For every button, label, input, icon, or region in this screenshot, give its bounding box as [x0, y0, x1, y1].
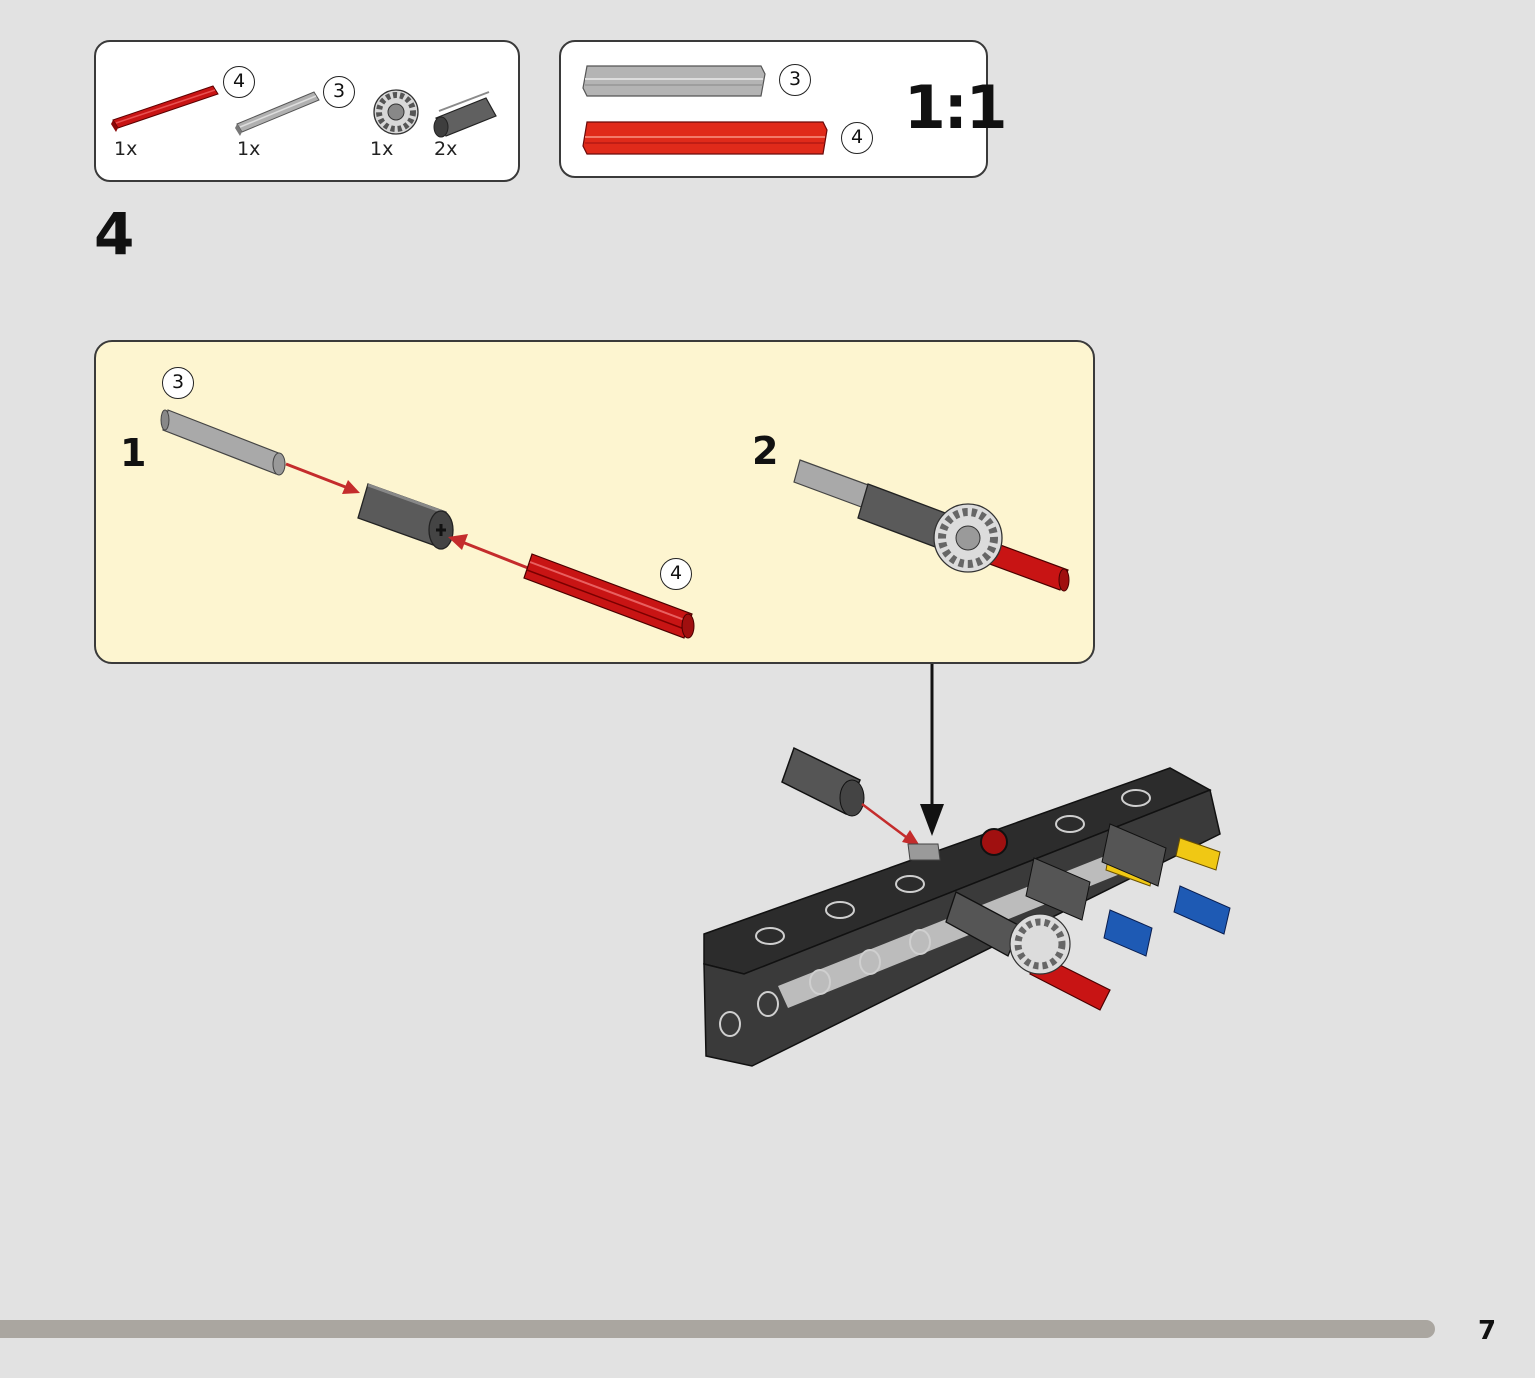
gray-axle-icon: [160, 409, 286, 476]
gear-icon: [1009, 913, 1071, 975]
connector-icon: [781, 746, 920, 846]
part-length-badge: 3: [162, 367, 194, 399]
connector-icon: [433, 91, 497, 138]
red-axle-icon: [111, 85, 219, 132]
gray-axle-scale-icon: [582, 65, 766, 97]
part-count: 2x: [434, 138, 458, 160]
scale-label: 1:1: [904, 73, 1007, 143]
pin-connectors-icon: [1025, 823, 1231, 957]
sub-assembly-panel: 1 2 3 4: [94, 340, 1095, 664]
scale-box: 3 4: [559, 40, 988, 178]
part-count: 1x: [237, 138, 261, 160]
parts-list-illustration: [111, 85, 497, 138]
gray-axle-icon: [235, 91, 320, 136]
main-model-illustration: [703, 664, 1231, 1067]
part-length-badge: 4: [660, 558, 692, 590]
red-axle-icon: [523, 553, 695, 639]
parts-list-box: 4 3 1x 1x 1x 2x: [94, 40, 520, 182]
scale-length-badge: 3: [779, 64, 811, 96]
sub-assembly-illustration: [160, 409, 1070, 639]
down-arrow-icon: [920, 664, 944, 836]
part-count: 1x: [114, 138, 138, 160]
gear-icon: [373, 89, 419, 135]
insert-arrow-icon: [448, 534, 529, 570]
connector-icon: [357, 483, 454, 550]
gear-icon: [933, 503, 1003, 573]
step-number: 4: [94, 200, 135, 268]
part-length-badge: 3: [323, 76, 355, 108]
insert-arrow-icon: [285, 462, 360, 494]
progress-bar: [0, 1320, 1435, 1338]
sub-step-number: 2: [752, 429, 779, 473]
sub-step-number: 1: [120, 431, 147, 475]
scale-length-badge: 4: [841, 122, 873, 154]
part-length-badge: 4: [223, 66, 255, 98]
page-number: 7: [1478, 1316, 1497, 1346]
part-count: 1x: [370, 138, 394, 160]
assembled-axle-icon: [793, 459, 1070, 592]
red-axle-scale-icon: [582, 121, 828, 155]
scale-illustration: [582, 65, 828, 155]
